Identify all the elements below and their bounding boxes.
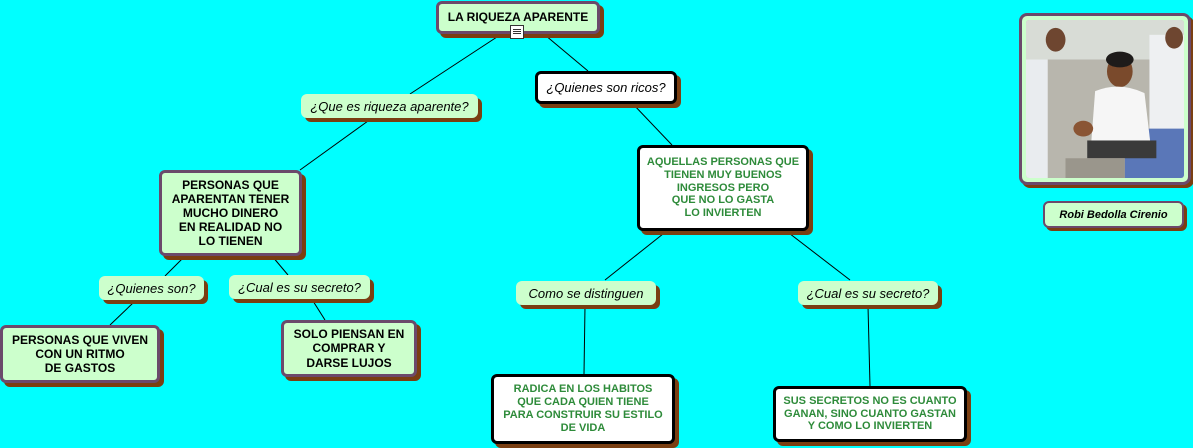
right-secret-answer-text: SUS SECRETOS NO ES CUANTO GANAN, SINO CU… bbox=[783, 395, 956, 434]
document-icon[interactable] bbox=[510, 25, 524, 39]
right-answer-node[interactable]: AQUELLAS PERSONAS QUE TIENEN MUY BUENOS … bbox=[637, 145, 809, 231]
left-secret-answer-text: SOLO PIENSAN EN COMPRAR Y DARSE LUJOS bbox=[294, 327, 405, 369]
connector-secret-answer bbox=[313, 301, 325, 320]
left-answer-node[interactable]: PERSONAS QUE APARENTAN TENER MUCHO DINER… bbox=[159, 170, 302, 256]
root-title: LA RIQUEZA APARENTE bbox=[448, 10, 588, 24]
left-secret-question-text: ¿Cual es su secreto? bbox=[238, 280, 361, 295]
author-name-caption[interactable]: Robi Bedolla Cirenio bbox=[1043, 201, 1184, 228]
connector-root-right bbox=[545, 35, 588, 71]
connector-right-question-answer bbox=[632, 103, 672, 145]
left-answer-text: PERSONAS QUE APARENTAN TENER MUCHO DINER… bbox=[172, 178, 290, 249]
group-photo-image bbox=[1026, 20, 1184, 178]
connector-distinguish-answer bbox=[584, 306, 585, 374]
right-secret-question-label[interactable]: ¿Cual es su secreto? bbox=[798, 281, 938, 305]
right-question-node[interactable]: ¿Quienes son ricos? bbox=[535, 71, 677, 104]
right-secret-answer-node[interactable]: SUS SECRETOS NO ES CUANTO GANAN, SINO CU… bbox=[773, 386, 967, 442]
right-answer-text: AQUELLAS PERSONAS QUE TIENEN MUY BUENOS … bbox=[647, 156, 799, 221]
left-secret-answer-node[interactable]: SOLO PIENSAN EN COMPRAR Y DARSE LUJOS bbox=[281, 320, 417, 377]
who-answer-node[interactable]: PERSONAS QUE VIVEN CON UN RITMO DE GASTO… bbox=[0, 325, 160, 383]
who-question-label[interactable]: ¿Quienes son? bbox=[99, 276, 204, 300]
connector-left-answer-secret bbox=[272, 256, 288, 275]
connector-right-secret-answer bbox=[868, 306, 870, 386]
who-answer-text: PERSONAS QUE VIVEN CON UN RITMO DE GASTO… bbox=[12, 333, 148, 375]
connector-left-question-answer bbox=[300, 121, 368, 170]
left-question-text: ¿Que es riqueza aparente? bbox=[310, 99, 468, 114]
left-secret-question-label[interactable]: ¿Cual es su secreto? bbox=[229, 275, 370, 299]
left-question-label[interactable]: ¿Que es riqueza aparente? bbox=[301, 94, 478, 118]
distinguish-question-text: Como se distinguen bbox=[529, 286, 644, 301]
connector-left-answer-who bbox=[165, 256, 185, 276]
connector-who-answer bbox=[110, 303, 133, 325]
connector-root-left bbox=[410, 35, 500, 94]
who-question-text: ¿Quienes son? bbox=[107, 281, 195, 296]
connector-right-answer-distinguish bbox=[605, 230, 668, 280]
distinguish-question-label[interactable]: Como se distinguen bbox=[516, 281, 656, 305]
distinguish-answer-node[interactable]: RADICA EN LOS HABITOS QUE CADA QUIEN TIE… bbox=[491, 374, 675, 444]
connector-right-answer-secret bbox=[785, 230, 850, 280]
author-photo-frame[interactable] bbox=[1019, 13, 1191, 185]
author-name-text: Robi Bedolla Cirenio bbox=[1059, 209, 1167, 221]
right-question-text: ¿Quienes son ricos? bbox=[546, 80, 665, 95]
right-secret-question-text: ¿Cual es su secreto? bbox=[807, 286, 930, 301]
distinguish-answer-text: RADICA EN LOS HABITOS QUE CADA QUIEN TIE… bbox=[503, 383, 663, 435]
